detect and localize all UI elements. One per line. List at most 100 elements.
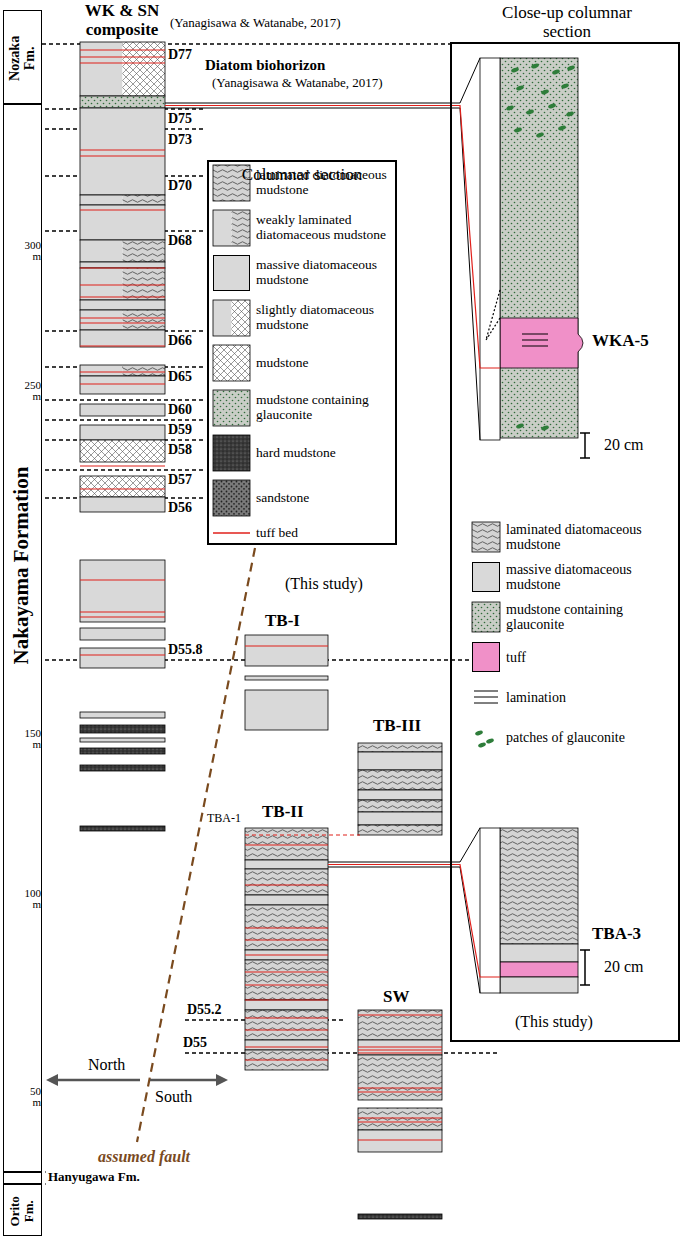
tuff-bed-line: [80, 267, 165, 268]
fault-line: [137, 548, 255, 1142]
tuff-bed-line: [80, 616, 165, 617]
glauconite-patch: [506, 105, 515, 111]
rock-layer: [245, 950, 328, 960]
glauconite-patch: [516, 423, 525, 429]
legend-text: massive diatomaceous mudstone: [256, 258, 392, 288]
legend-text: massive diatomaceous mudstone: [506, 562, 676, 593]
rock-layer: [80, 108, 165, 195]
rock-layer: [232, 300, 251, 336]
note: 20 cm: [604, 958, 644, 976]
tuff-bed-line: [358, 1121, 442, 1122]
formation-name: Nozaka Fm.: [7, 29, 38, 87]
tuff-bed-line: [80, 322, 165, 323]
tuff-bed-line: [245, 971, 328, 972]
tuff-bed-line: [80, 56, 165, 57]
rock-layer: [358, 790, 442, 800]
rock-layer: [245, 860, 328, 869]
rock-layer: [80, 425, 165, 440]
rock-layer: [80, 96, 165, 108]
biohorizon-label: D70: [168, 178, 192, 193]
tuff-bed-line: [80, 284, 165, 285]
rock-layer: [80, 240, 123, 262]
rock-layer: [80, 262, 165, 268]
tuff-bed-line: [80, 579, 165, 580]
rock-layer: [245, 905, 328, 950]
legend-text: tuff: [506, 650, 676, 665]
glauconite-patch: [552, 69, 561, 75]
heading: Hanyugawa Fm.: [48, 1170, 140, 1184]
rock-layer: [80, 205, 165, 240]
tuff-layer: [500, 962, 578, 977]
rock-layer: [80, 725, 165, 733]
tuff-bed-line: [80, 488, 165, 489]
section-title: WKA-5: [592, 332, 649, 351]
legend-text: sandstone: [256, 491, 392, 506]
tuff-bed-line: [245, 645, 328, 646]
rock-layer: [245, 635, 328, 666]
tuff-bed-line: [80, 345, 165, 346]
rock-layer: [358, 1130, 442, 1152]
biohorizon-line: [45, 419, 205, 421]
rock-layer: [245, 690, 328, 730]
legend-text: weakly laminated diatomaceous mudstone: [256, 213, 392, 243]
rock-layer: [80, 376, 165, 394]
rock-layer: [213, 300, 232, 336]
fault-label: assumed fault: [98, 1148, 190, 1166]
rock-layer: [245, 676, 328, 680]
heading: Close-up columnar section: [492, 4, 642, 41]
rock-layer: [358, 752, 442, 770]
rock-layer: [80, 765, 165, 771]
tuff-bed-line: [245, 1046, 328, 1047]
legend-swatch: [472, 642, 500, 672]
tuff-bed-line: [245, 927, 328, 928]
tuff-bed-line: [80, 317, 165, 318]
legend-sample: [472, 602, 500, 632]
legend-text: lamination: [506, 690, 676, 705]
rock-layer: [245, 960, 328, 1000]
legend-text: slightly diatomaceous mudstone: [256, 303, 392, 333]
note: North: [88, 1056, 125, 1074]
glauconite-patch: [536, 132, 545, 138]
legend-sample: [213, 345, 250, 381]
layer-outline: [80, 195, 165, 205]
rock-layer: [245, 1010, 328, 1040]
tuff-bed-line: [245, 844, 328, 845]
layer-outline: [213, 210, 250, 246]
section-title: WK & SN composite: [72, 2, 172, 39]
rock-layer: [358, 1010, 442, 1040]
tuff-bed-line: [245, 1029, 328, 1030]
scale-bar: [580, 984, 590, 986]
scale-bar: [580, 457, 590, 459]
section-title: TB-I: [265, 612, 300, 631]
legend-text: mudstone: [256, 356, 392, 371]
rock-layer: [80, 738, 165, 742]
glauconite-patch: [548, 103, 557, 109]
rock-layer: [80, 365, 123, 376]
glauconite-patch: [566, 111, 575, 117]
biohorizon-label: D75: [168, 111, 192, 126]
rock-layer: [80, 628, 165, 640]
rock-layer: [358, 770, 442, 790]
legend-text: mudstone containing glauconite: [506, 602, 676, 633]
depth-label: 300 m: [22, 240, 41, 262]
glauconite-patch: [561, 83, 570, 89]
tuff-bed-line: [245, 1017, 328, 1018]
rock-layer: [245, 1000, 328, 1010]
biohorizon-label: D55: [183, 1035, 207, 1050]
tuff-bed-line: [245, 834, 360, 835]
note: Diatom biohorizon: [205, 57, 325, 74]
layer-outline: [80, 42, 165, 96]
rock-layer: [80, 404, 165, 416]
biohorizon-label: D77: [168, 47, 192, 62]
scale-bar: [580, 432, 590, 434]
lamination-mark: [522, 346, 548, 347]
rock-layer: [232, 210, 251, 246]
rock-layer: [80, 748, 165, 754]
formation-band: Hanyugawa Fm.: [3, 1172, 42, 1184]
depth-label: 250 m: [22, 380, 41, 402]
tuff-bed-line: [80, 149, 165, 150]
tuff-bed-line: [245, 939, 328, 940]
closeup-layer: [500, 944, 578, 962]
legend-text: laminated diatomaceous mudstone: [256, 168, 392, 198]
lamination-mark: [522, 334, 548, 335]
